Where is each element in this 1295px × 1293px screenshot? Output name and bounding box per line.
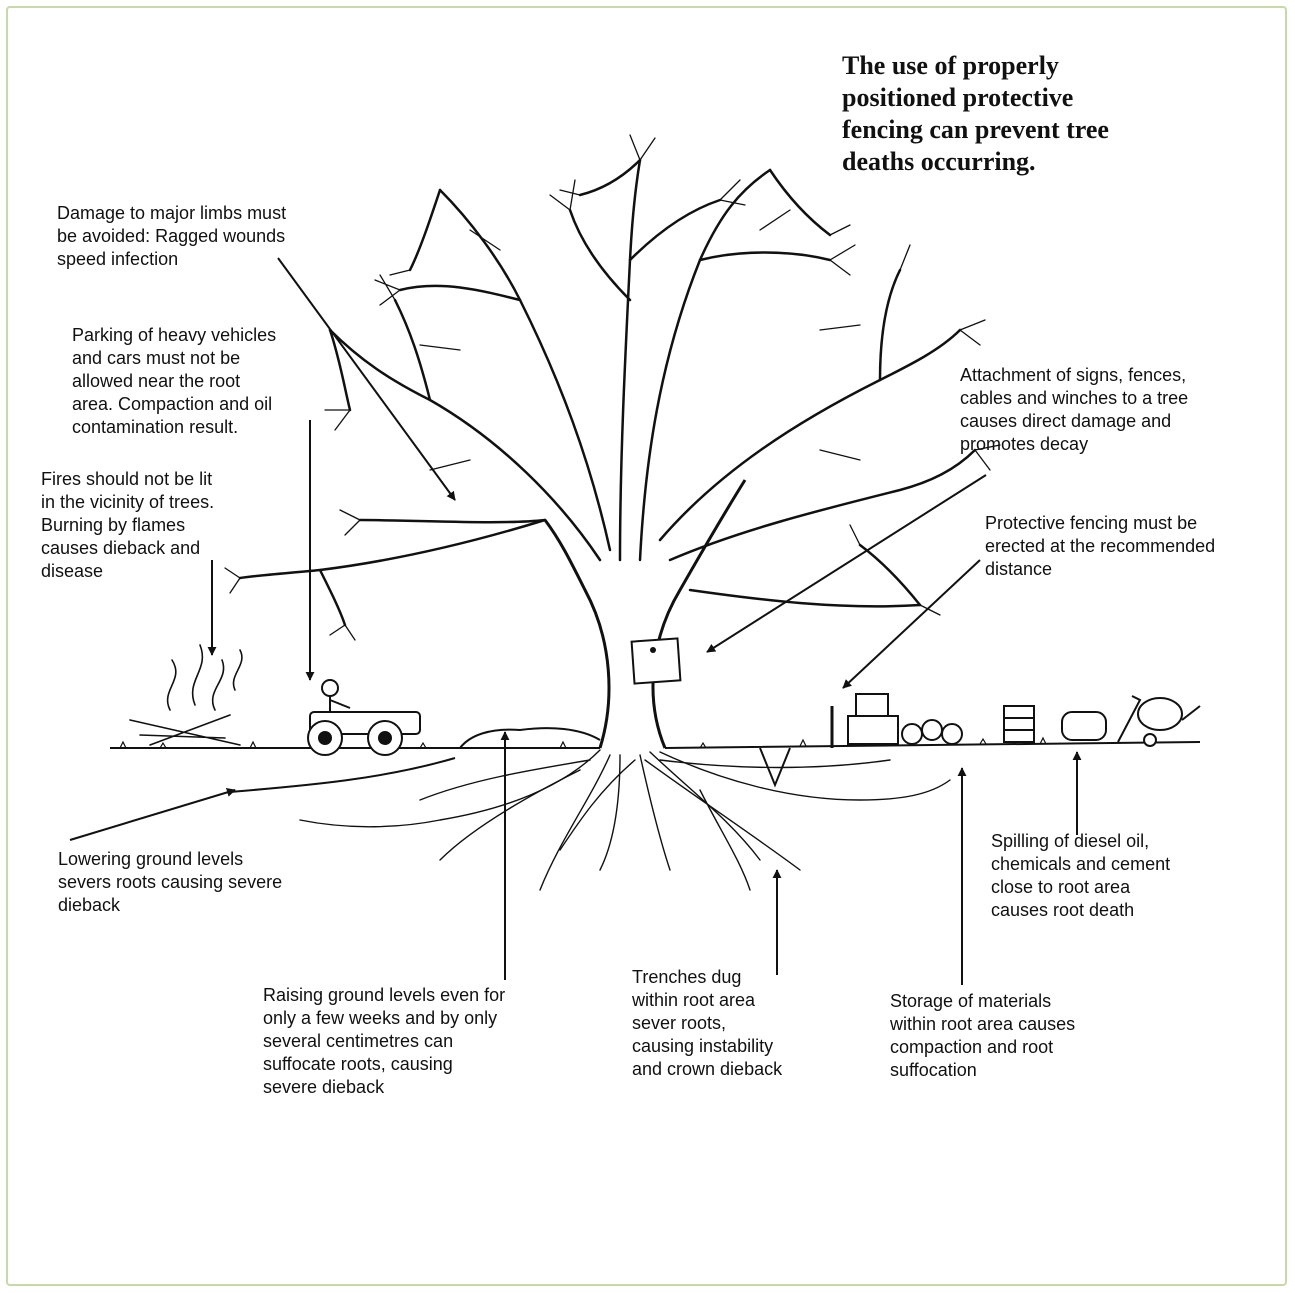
arrow-fencing: [843, 560, 980, 688]
trunk: [545, 480, 745, 748]
cement-mixer-icon: [1118, 696, 1200, 746]
label-limbs: Damage to major limbs must be avoided: R…: [57, 202, 286, 271]
tractor-icon: [308, 680, 420, 755]
bonfire-icon: [130, 645, 242, 745]
arrow-limbs: [278, 258, 455, 500]
crates-icon: [848, 694, 898, 744]
label-parking: Parking of heavy vehicles and cars must …: [72, 324, 276, 439]
label-trenches: Trenches dug within root area sever root…: [632, 966, 782, 1081]
arrow-attachment: [707, 475, 986, 652]
label-storage: Storage of materials within root area ca…: [890, 990, 1075, 1082]
drum-icon: [1004, 706, 1106, 742]
ground-line: [110, 742, 1200, 748]
raised-mound: [460, 728, 600, 748]
label-raising: Raising ground levels even for only a fe…: [263, 984, 505, 1099]
arrow-lowering: [70, 790, 235, 840]
label-fencing: Protective fencing must be erected at th…: [985, 512, 1215, 581]
label-attachment: Attachment of signs, fences, cables and …: [960, 364, 1188, 456]
label-spilling: Spilling of diesel oil, chemicals and ce…: [991, 830, 1170, 922]
pipes-icon: [902, 720, 962, 744]
trench: [760, 748, 790, 785]
diagram-title: The use of properly positioned protectiv…: [842, 50, 1109, 178]
lowered-ground: [230, 758, 455, 792]
label-fires: Fires should not be lit in the vicinity …: [41, 468, 214, 583]
branches: [240, 160, 975, 625]
label-lowering: Lowering ground levels severs roots caus…: [58, 848, 282, 917]
sign-board-icon: [632, 638, 681, 683]
